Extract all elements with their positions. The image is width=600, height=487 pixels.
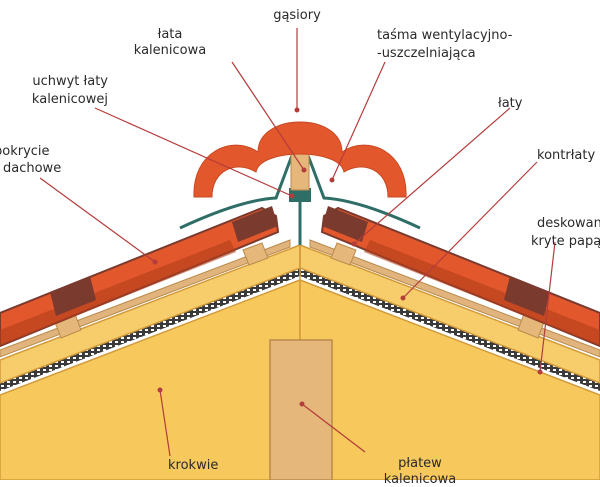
label-batten-holder-line2: kalenicowej — [31, 92, 108, 107]
leader-dots — [152, 107, 543, 407]
label-rafters: krokwie — [168, 458, 219, 473]
label-roof-cover-line2: dachowe — [3, 161, 62, 176]
label-battens: łaty — [498, 96, 523, 111]
ridge-tile — [193, 121, 407, 198]
rafter-right — [299, 278, 600, 480]
label-ridge-batten-line2: kalenicowa — [133, 43, 207, 58]
ridge-purlin — [269, 339, 333, 480]
rafter-left — [0, 278, 301, 480]
label-counter-battens: kontrłaty — [537, 148, 596, 163]
leader-lines — [39, 28, 556, 457]
label-roof-cover-line1: pokrycie — [0, 144, 50, 159]
label-vent-tape-line1: taśma wentylacyjno- — [377, 28, 513, 43]
roof-tiles-left — [0, 206, 280, 348]
membrane-right — [300, 268, 600, 391]
label-ridge-purlin-line1: płatew — [398, 456, 442, 471]
label-sheathing-line2: kryte papą — [531, 234, 600, 249]
label-vent-tape-line2: -uszczelniająca — [377, 46, 476, 61]
label-ridge-batten-line1: łata — [157, 27, 183, 42]
label-ridge-tiles: gąsiory — [273, 8, 321, 23]
label-sheathing-line1: deskowanie — [537, 216, 600, 231]
roof-tiles-right — [320, 206, 600, 348]
batten-holder — [289, 188, 311, 202]
membrane-left — [0, 268, 300, 391]
label-batten-holder-line1: uchwyt łaty — [32, 74, 108, 89]
ridge-batten — [290, 151, 310, 191]
